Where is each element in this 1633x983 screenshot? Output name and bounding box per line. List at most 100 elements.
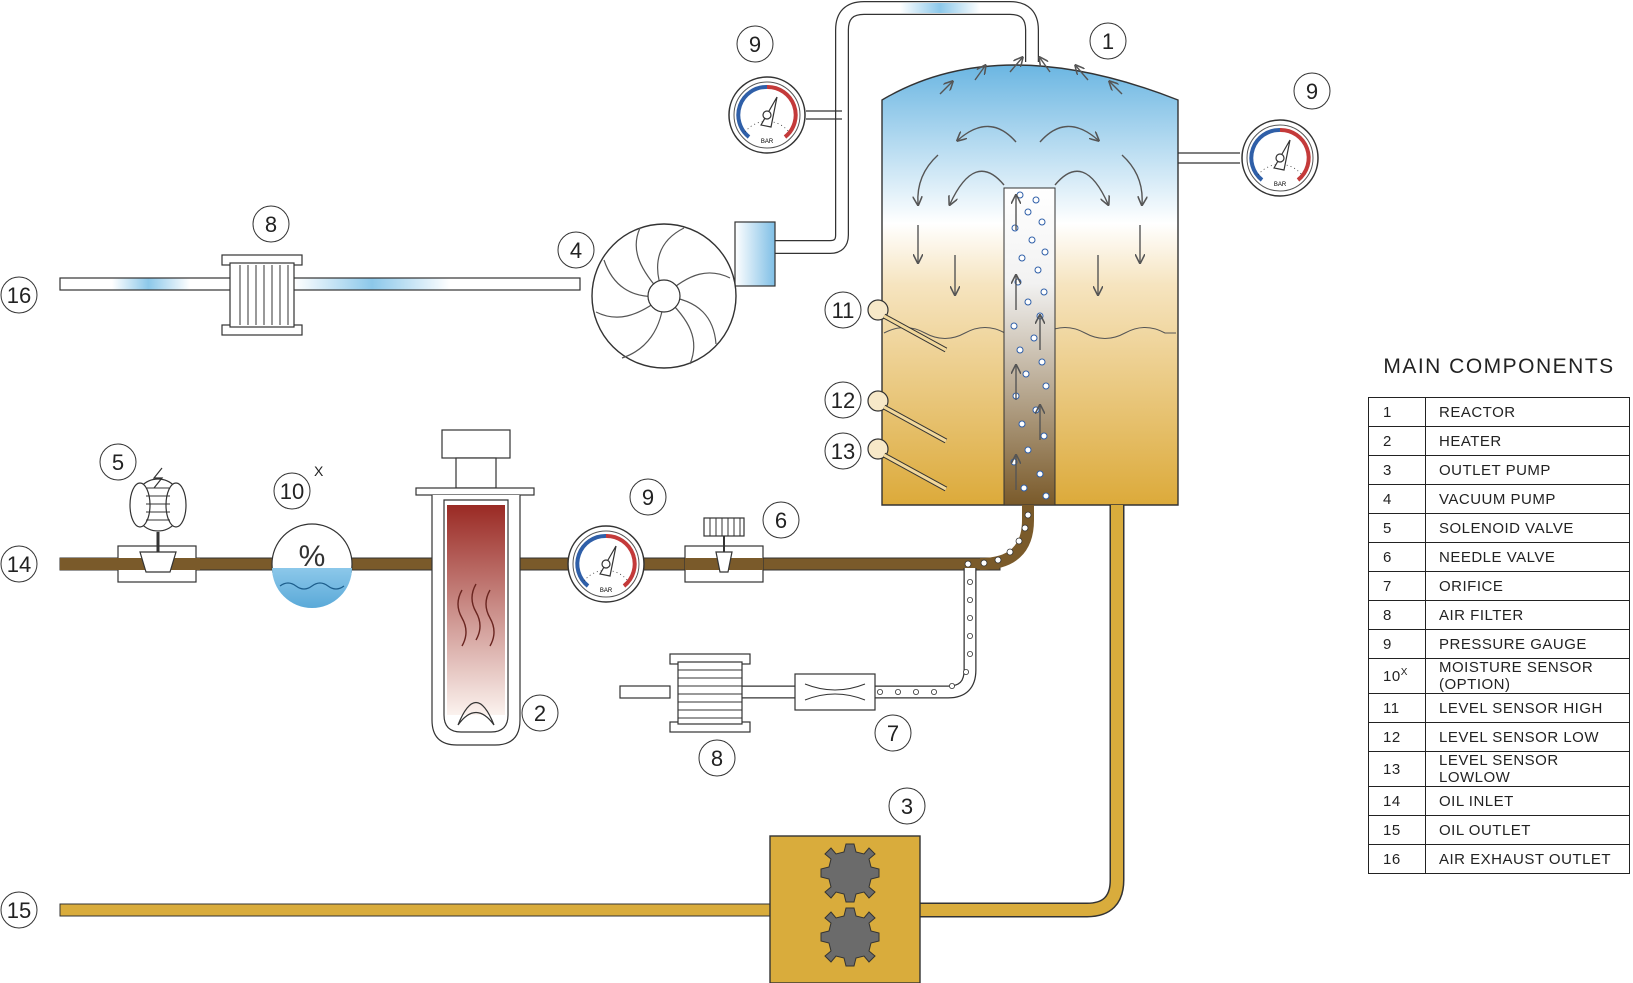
pressure-gauge-inlet: BAR [566,524,646,604]
vacuum-pump [591,221,776,369]
svg-text:10: 10 [280,479,304,504]
callout-air-exhaust: 16 [0,276,38,314]
oil-inlet-line [59,505,1034,571]
outlet-pump [769,835,921,983]
heater [415,429,535,746]
legend-number: 3 [1368,455,1426,485]
pressure-gauge-top: BAR [727,75,807,155]
legend-number: 2 [1368,426,1426,456]
legend-number: 1 [1368,397,1426,427]
svg-text:15: 15 [7,898,31,923]
svg-text:11: 11 [832,298,855,323]
legend-label: PRESSURE GAUGE [1425,629,1630,659]
gauge-unit-label: BAR [1274,182,1287,188]
legend-label: HEATER [1425,426,1630,456]
svg-text:7: 7 [887,721,899,746]
legend-number: 9 [1368,629,1426,659]
solenoid-valve [60,467,200,583]
callout-level-lowlow: 13 [824,432,862,470]
legend-label: SOLENOID VALVE [1425,513,1630,543]
level-sensor-high [867,299,948,353]
air-filter-bottom [619,653,751,733]
legend-title: MAIN COMPONENTS [1383,355,1615,378]
callout-outlet-pump: 3 [888,787,926,825]
pressure-gauge-reactor: BAR [1178,118,1320,198]
legend-label: ORIFICE [1425,571,1630,601]
legend-label: AIR FILTER [1425,600,1630,630]
legend-label: OUTLET PUMP [1425,455,1630,485]
callout-gauge-right: 9 [1293,72,1331,110]
moisture-sensor: % [271,523,353,608]
legend-label: LEVEL SENSOR LOWLOW [1425,751,1630,787]
legend-number: 16 [1368,844,1426,874]
legend-number: 6 [1368,542,1426,572]
air-filter-top [221,254,303,336]
orifice [794,673,876,711]
legend-number: 4 [1368,484,1426,514]
air-exhaust-line [59,277,581,291]
callout-heater: 2 [521,694,559,732]
callouts: 1 2 3 4 5 6 7 8 [0,22,1331,929]
legend-number: 10X [1368,658,1426,694]
callout-oil-inlet: 14 [0,545,38,583]
callout-air-filter-bottom: 8 [698,739,736,777]
legend-label: OIL INLET [1425,786,1630,816]
svg-text:X: X [314,463,324,479]
svg-text:8: 8 [265,212,277,237]
callout-gauge-top: 9 [736,25,774,63]
svg-text:6: 6 [775,508,787,533]
vacuum-suction-line [773,1,1039,254]
svg-text:14: 14 [7,552,31,577]
legend-number: 7 [1368,571,1426,601]
legend-label: NEEDLE VALVE [1425,542,1630,572]
svg-text:1: 1 [1102,29,1114,54]
legend-label: MOISTURE SENSOR (OPTION) [1425,658,1630,694]
callout-level-low: 12 [824,381,862,419]
legend-label: OIL OUTLET [1425,815,1630,845]
legend-number: 13 [1368,751,1426,787]
callout-oil-outlet: 15 [0,891,38,929]
svg-text:3: 3 [901,794,913,819]
gauge-unit-label: BAR [600,588,613,594]
legend-number: 14 [1368,786,1426,816]
legend-label: REACTOR [1425,397,1630,427]
callout-moisture-sensor: 10 X [273,463,324,510]
svg-text:2: 2 [534,701,546,726]
svg-text:12: 12 [831,388,855,413]
legend-label: VACUUM PUMP [1425,484,1630,514]
legend-number: 15 [1368,815,1426,845]
callout-needle-valve: 6 [762,501,800,539]
callout-vacuum-pump: 4 [557,231,595,269]
callout-reactor: 1 [1089,22,1127,60]
gauge-unit-label: BAR [761,139,774,145]
level-sensor-low [867,390,948,444]
legend-label: AIR EXHAUST OUTLET [1425,844,1630,874]
callout-air-filter-top: 8 [252,205,290,243]
callout-solenoid-valve: 5 [99,443,137,481]
callout-orifice: 7 [874,714,912,752]
legend-number: 12 [1368,722,1426,752]
moisture-symbol: % [299,540,326,573]
svg-text:5: 5 [112,450,124,475]
needle-valve [684,517,764,583]
svg-text:16: 16 [7,283,31,308]
callout-level-high: 11 [824,291,862,329]
level-sensor-lowlow [867,438,948,492]
svg-text:8: 8 [711,746,723,771]
svg-text:9: 9 [642,485,654,510]
svg-text:9: 9 [1306,79,1318,104]
